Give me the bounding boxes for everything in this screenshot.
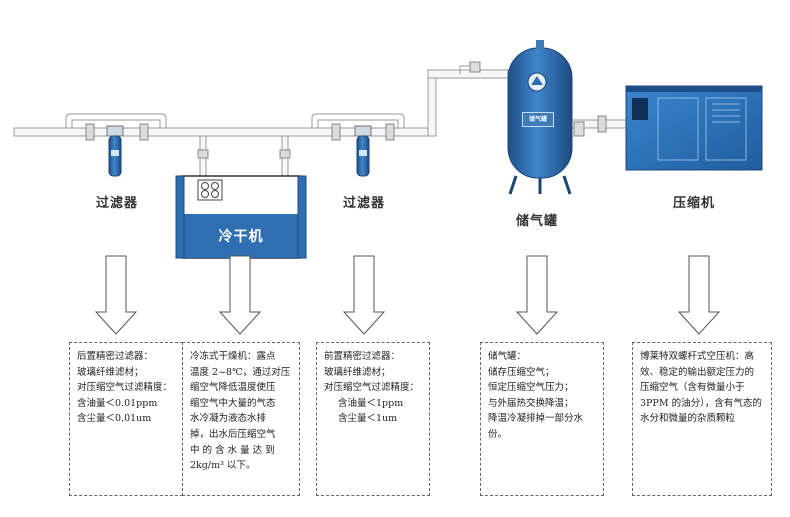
filter-after-description: 后置精密过滤器： 玻璃纤维滤材； 对压缩空气过滤精度： 含油量＜0.01ppm …: [69, 342, 183, 496]
tank-label: 储气罐: [516, 214, 559, 229]
description-line: 份。: [488, 428, 508, 440]
tank-badge: 储气罐: [522, 112, 554, 127]
description-line: 前置精密过滤器：: [324, 351, 401, 362]
description-line: 对压缩空气过滤精度：: [77, 382, 173, 394]
description-line: 玻璃纤维滤材；: [77, 366, 144, 378]
description-line: 储气罐：: [488, 351, 527, 362]
filter-before-label: 过滤器: [343, 196, 386, 211]
description-line: 3PPM 的油分），含有气态的: [640, 397, 762, 409]
description-line: 2kg/m³ 以下。: [190, 460, 256, 472]
description-line: 水冷凝为液态水排: [190, 413, 267, 425]
compressor-unit: [625, 85, 763, 171]
description-line: 压缩空气（含有微量小于: [640, 382, 745, 394]
tank-description: 储气罐： 储存压缩空气； 恒定压缩空气压力； 与外届热交换降温； 降温冷凝排掉一…: [480, 342, 604, 496]
description-line: 玻璃纤维滤材；: [324, 366, 391, 378]
description-line: 含油量＜1ppm: [338, 397, 404, 409]
description-line: 含尘量＜0.01um: [77, 413, 152, 425]
compressor-description: 博莱特双螺杆式空压机：高 效、稳定的输出额定压力的 压缩空气（含有微量小于 3P…: [632, 342, 772, 496]
description-line: 含油量＜0.01ppm: [77, 397, 158, 409]
filter-after-label: 过滤器: [96, 196, 139, 211]
description-line: 缩空气降低温度使压: [190, 382, 276, 394]
description-line: 掉，出水后压缩空气: [190, 428, 276, 440]
description-line: 降温冷凝排掉一部分水: [488, 413, 584, 425]
description-line: 水分和微量的杂质颗粒: [640, 413, 736, 425]
description-line: 与外届热交换降温；: [488, 397, 574, 409]
description-line: 对压缩空气过滤精度：: [324, 382, 420, 394]
arrows: [94, 255, 721, 335]
valves: [85, 61, 607, 159]
description-line: 中 的 含 水 量 达 到: [190, 444, 275, 456]
filter-after-unit: [106, 125, 124, 177]
filter-before-unit: [354, 125, 372, 177]
description-line: 恒定压缩空气压力；: [488, 382, 574, 394]
description-line: 冷冻式干燥机：露点: [190, 351, 276, 362]
filter-before-description: 前置精密过滤器： 玻璃纤维滤材； 对压缩空气过滤精度： 含油量＜1ppm 含尘量…: [316, 342, 430, 496]
description-line: 效、稳定的输出额定压力的: [640, 366, 755, 378]
description-line: 后置精密过滤器：: [77, 351, 154, 362]
dryer-unit: [175, 175, 307, 259]
compressor-label: 压缩机: [673, 196, 716, 211]
description-line: 温度 2~8℃，通过对压: [190, 366, 291, 378]
description-line: 博莱特双螺杆式空压机：高: [640, 351, 755, 362]
dryer-label: 冷干机: [218, 229, 264, 245]
description-line: 含尘量＜1um: [338, 413, 398, 425]
description-line: 储存压缩空气；: [488, 366, 555, 378]
description-line: 缩空气中大量的气态: [190, 397, 276, 409]
dryer-description: 冷冻式干燥机：露点 温度 2~8℃，通过对压 缩空气降低温度使压 缩空气中大量的…: [182, 342, 300, 496]
